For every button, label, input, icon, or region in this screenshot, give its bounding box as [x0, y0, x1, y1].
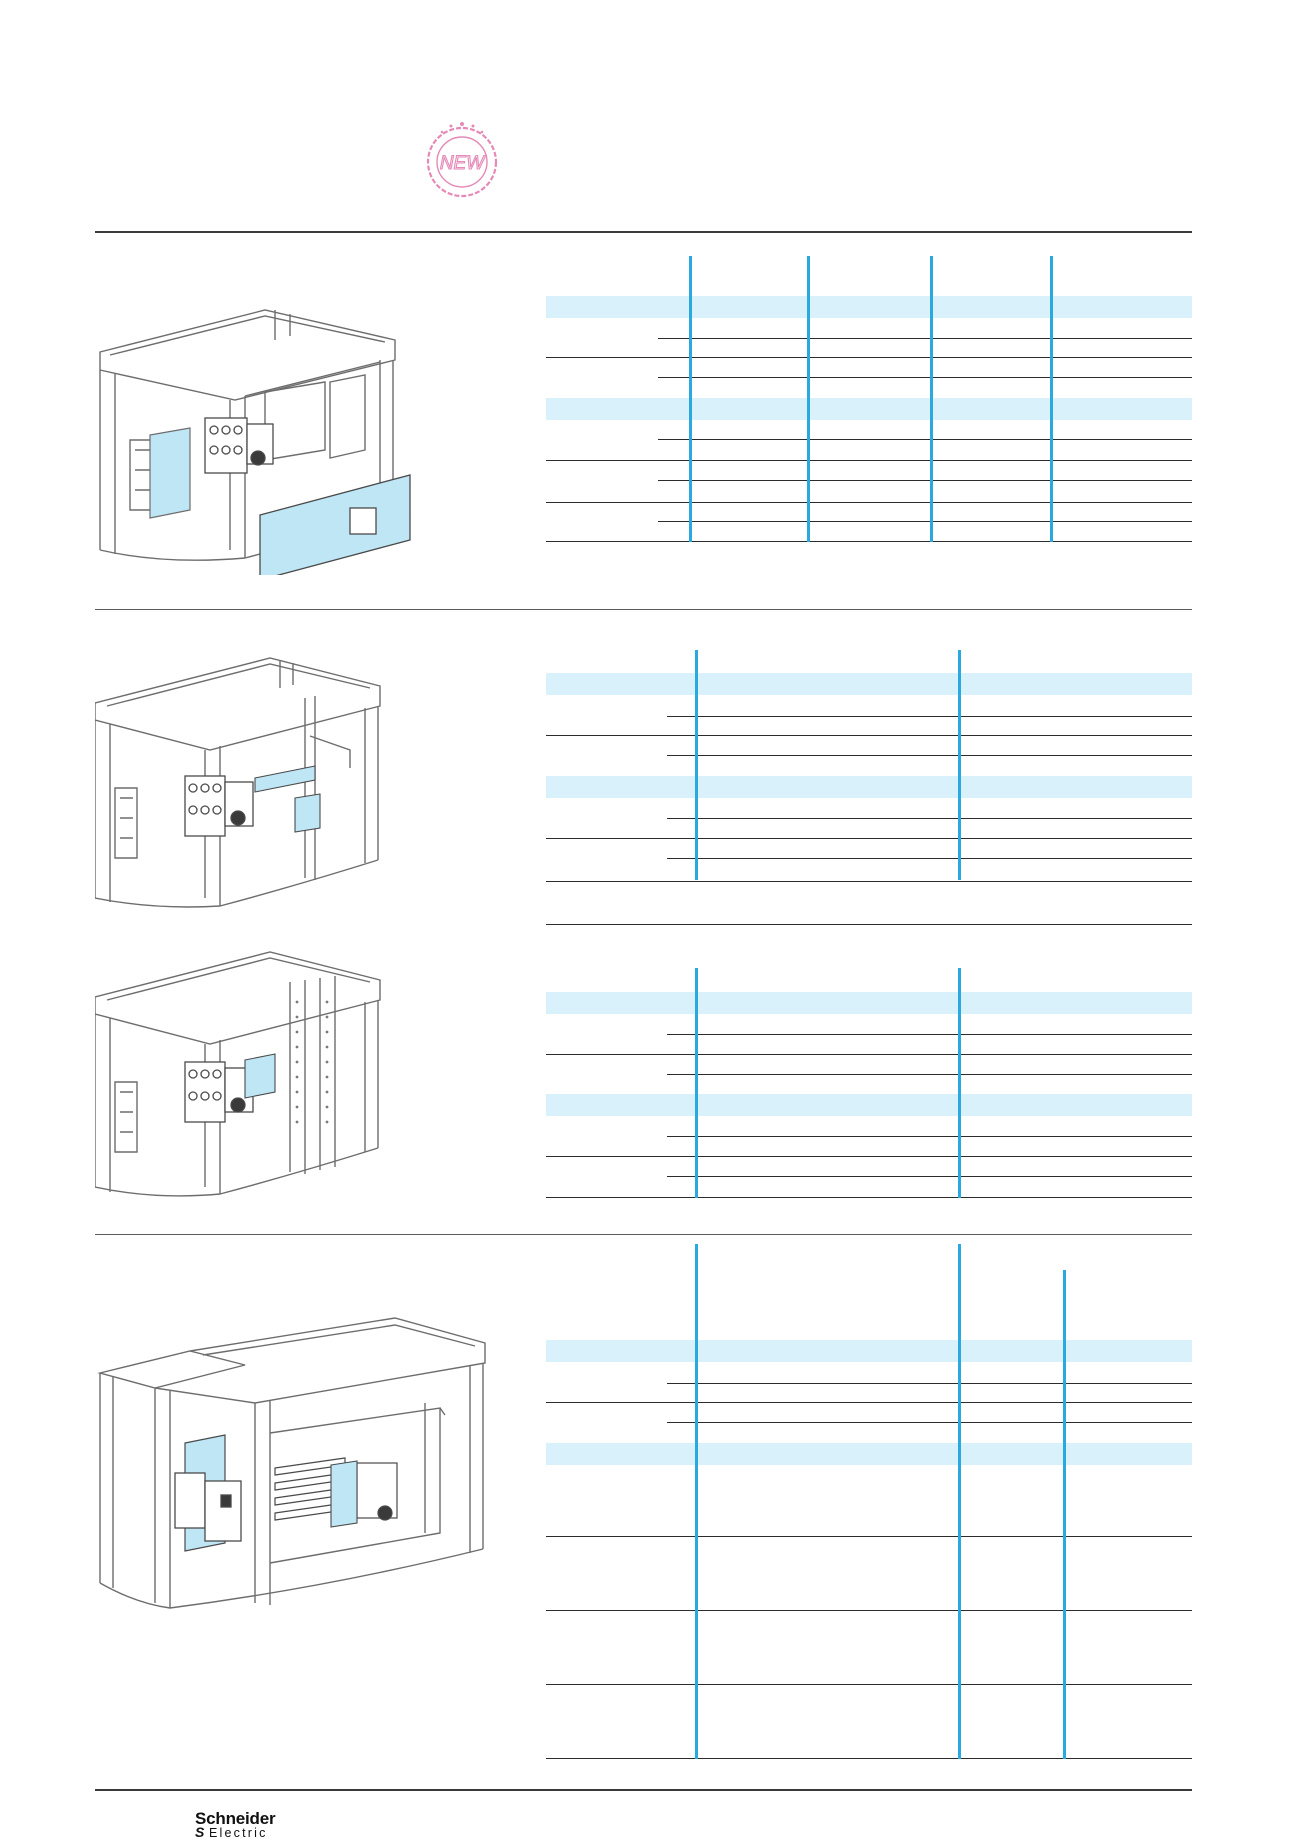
section-rule-2 — [95, 609, 1192, 611]
logo-line-2: Electric — [209, 1826, 268, 1840]
table-3-column-divider — [1063, 1270, 1066, 1759]
table-2a-rule — [667, 818, 1192, 820]
table-2b-rule — [667, 1074, 1192, 1076]
new-stamp: NEW — [418, 118, 506, 206]
table-1-rule — [658, 480, 1192, 482]
section-rule-3 — [95, 1234, 1192, 1236]
table-2a-column-divider — [958, 650, 961, 880]
table-1-rule — [546, 460, 1192, 462]
new-stamp-text: NEW — [440, 153, 486, 174]
table-1-band — [546, 296, 1192, 318]
table-1-rule — [658, 521, 1192, 523]
table-2b-rule — [667, 1034, 1192, 1036]
logo-mark-icon: S — [195, 1824, 205, 1840]
table-1-band — [546, 398, 1192, 420]
table-2a-rule — [546, 881, 1192, 883]
table-3-rule — [546, 1610, 1192, 1612]
enclosure-front-plate-illustration — [95, 300, 425, 575]
table-1-column-divider — [807, 256, 810, 542]
logo-line-1: Schneider — [195, 1809, 276, 1828]
table-2b-rule — [546, 1054, 1192, 1056]
table-2a-rule — [546, 735, 1192, 737]
table-2b-rule — [667, 1136, 1192, 1138]
enclosure-upright-switch-illustration — [95, 942, 395, 1197]
table-3-rule — [546, 1758, 1192, 1760]
table-1-rule — [658, 439, 1192, 441]
table-3-band — [546, 1340, 1192, 1362]
table-1-rule — [658, 338, 1192, 340]
table-2a-rule — [546, 924, 1192, 926]
table-3-rule — [546, 1684, 1192, 1686]
table-1-column-divider — [1050, 256, 1053, 542]
table-1-column-divider — [930, 256, 933, 542]
table-1-rule — [658, 377, 1192, 379]
table-2a-band — [546, 776, 1192, 798]
table-2a-band — [546, 673, 1192, 695]
footer-rule — [95, 1789, 1192, 1791]
table-2a-rule — [667, 755, 1192, 757]
table-2b-band — [546, 1094, 1192, 1116]
enclosure-busbar-illustration — [95, 1313, 495, 1613]
table-3-rule — [667, 1383, 1192, 1385]
table-1-rule — [546, 357, 1192, 359]
table-3-column-divider — [695, 1244, 698, 1759]
table-2b-rule — [546, 1197, 1192, 1199]
table-2b-rule — [667, 1176, 1192, 1178]
table-2b-column-divider — [695, 968, 698, 1198]
table-3-rule — [546, 1402, 1192, 1404]
table-2a-rule — [667, 858, 1192, 860]
table-2b-rule — [546, 1156, 1192, 1158]
enclosure-side-switch-illustration — [95, 648, 395, 908]
table-2a-rule — [667, 716, 1192, 718]
table-2a-column-divider — [695, 650, 698, 880]
table-2b-column-divider — [958, 968, 961, 1198]
section-rule-top — [95, 231, 1192, 233]
schneider-electric-logo: Schneider S Electric — [195, 1810, 305, 1839]
table-1-rule — [546, 541, 1192, 543]
table-1-rule — [546, 502, 1192, 504]
table-3-rule — [667, 1422, 1192, 1424]
table-1-column-divider — [689, 256, 692, 542]
table-3-column-divider — [958, 1244, 961, 1759]
table-3-band — [546, 1443, 1192, 1465]
table-2a-rule — [546, 838, 1192, 840]
table-2b-band — [546, 992, 1192, 1014]
table-3-rule — [546, 1536, 1192, 1538]
